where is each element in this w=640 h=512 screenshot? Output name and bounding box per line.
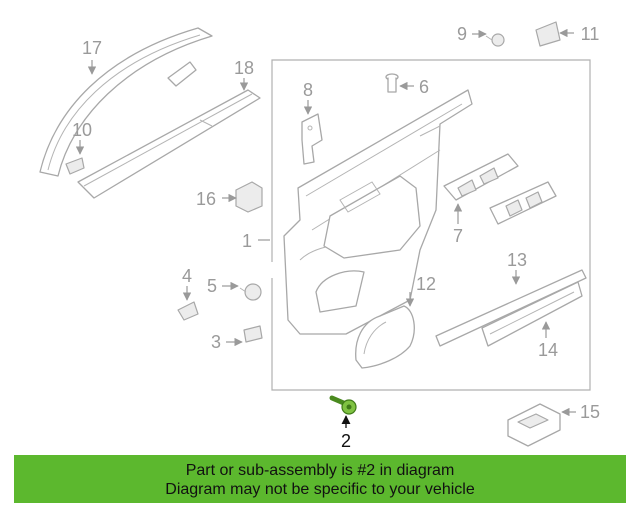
part-7-switch-panel[interactable] bbox=[443, 153, 519, 201]
callout-8[interactable]: 8 bbox=[303, 80, 313, 100]
callout-10[interactable]: 10 bbox=[72, 120, 92, 140]
part-3-clip[interactable] bbox=[243, 325, 263, 343]
callout-11[interactable]: 11 bbox=[581, 24, 600, 44]
part-8-bracket[interactable] bbox=[301, 113, 323, 165]
part-18-weatherstrip[interactable] bbox=[77, 89, 261, 199]
door-trim-panel[interactable] bbox=[283, 89, 473, 335]
callout-12[interactable]: 12 bbox=[416, 274, 436, 294]
callout-6[interactable]: 6 bbox=[419, 77, 429, 97]
callout-14[interactable]: 14 bbox=[538, 340, 558, 360]
part-15-switch[interactable] bbox=[507, 403, 561, 447]
part-11-cover[interactable] bbox=[535, 21, 561, 47]
part-4-clip[interactable] bbox=[177, 301, 199, 321]
part-13-trim-strip[interactable] bbox=[435, 269, 587, 347]
part-16-retainer[interactable] bbox=[235, 181, 263, 213]
callout-13[interactable]: 13 bbox=[507, 250, 527, 270]
part-2-screw-highlighted[interactable] bbox=[329, 395, 357, 415]
callout-4[interactable]: 4 bbox=[182, 266, 192, 286]
part-10-clip[interactable] bbox=[65, 157, 85, 175]
callout-1[interactable]: 1 bbox=[242, 231, 252, 251]
part-12-pocket[interactable] bbox=[355, 305, 415, 369]
switch-panel-secondary[interactable] bbox=[489, 181, 557, 225]
banner-line-1: Part or sub-assembly is #2 in diagram bbox=[185, 462, 455, 479]
assembly-frame bbox=[271, 59, 591, 391]
callout-17[interactable]: 17 bbox=[82, 38, 102, 58]
part-6-pin[interactable] bbox=[385, 73, 399, 93]
callout-7[interactable]: 7 bbox=[453, 226, 463, 246]
callout-16[interactable]: 16 bbox=[196, 189, 216, 209]
callout-18[interactable]: 18 bbox=[234, 58, 254, 78]
part-9-screw[interactable] bbox=[485, 33, 505, 47]
banner-line-2: Diagram may not be specific to your vehi… bbox=[165, 481, 475, 498]
exploded-parts-diagram: 1 17 10 18 8 6 9 11 bbox=[39, 21, 600, 451]
callout-2[interactable]: 2 bbox=[341, 431, 351, 451]
callout-9[interactable]: 9 bbox=[457, 24, 467, 44]
part-17-molding[interactable] bbox=[39, 27, 213, 177]
part-14-armrest[interactable] bbox=[481, 281, 583, 347]
callout-3[interactable]: 3 bbox=[211, 332, 221, 352]
highlight-banner: Part or sub-assembly is #2 in diagram Di… bbox=[14, 455, 626, 503]
part-5-fastener[interactable] bbox=[239, 283, 262, 301]
callout-5[interactable]: 5 bbox=[207, 276, 217, 296]
callout-15[interactable]: 15 bbox=[580, 402, 600, 422]
